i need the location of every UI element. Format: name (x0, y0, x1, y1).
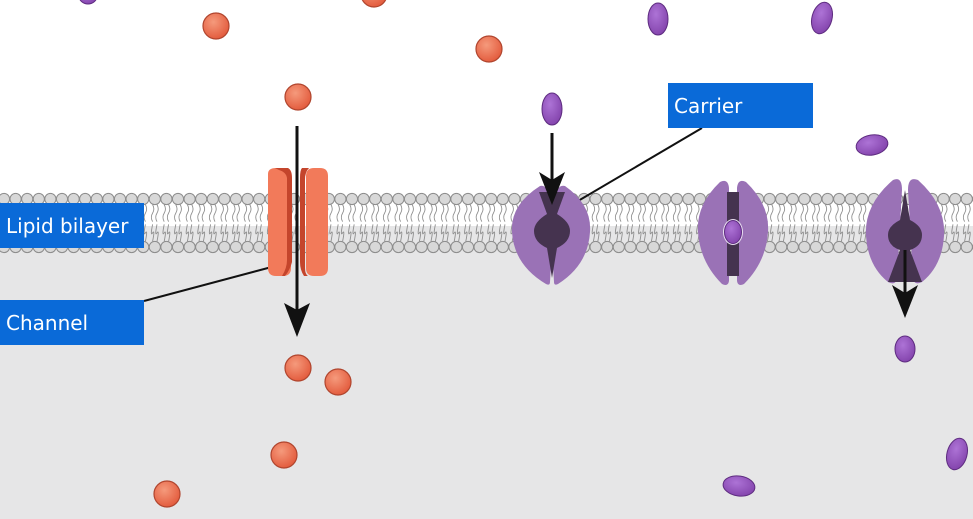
channel-label-text: Channel (6, 310, 89, 335)
ion-icon (284, 354, 312, 382)
ion-icon (284, 83, 312, 111)
lipid-bilayer-label-text: Lipid bilayer (6, 213, 129, 238)
ion-icon (153, 480, 181, 508)
ion-particles (153, 0, 503, 508)
ion-icon (361, 0, 387, 8)
solute-icon (810, 1, 834, 35)
ion-icon (475, 35, 503, 63)
carrier-protein-open-outside-icon (511, 185, 591, 285)
solute-icon (647, 2, 669, 36)
channel-protein-icon (268, 168, 328, 276)
carrier-leader-line (577, 127, 703, 202)
solute-icon (722, 475, 756, 497)
channel-label: Channel (0, 300, 144, 345)
cytoplasm-region (0, 226, 973, 519)
solute-icon (79, 0, 97, 5)
solute-particles (79, 0, 969, 497)
ion-icon (324, 368, 352, 396)
solute-icon (541, 92, 563, 126)
ion-icon (270, 441, 298, 469)
ion-icon (202, 12, 230, 40)
carrier-protein-occluded-icon (697, 180, 769, 285)
carrier-label-text: Carrier (674, 93, 743, 118)
lipid-bilayer (0, 192, 973, 254)
channel-leader-line (143, 263, 284, 302)
carrier-protein-open-inside-icon (865, 179, 945, 284)
carrier-exit-arrow (892, 250, 918, 318)
solute-icon (894, 335, 916, 363)
carrier-label: Carrier (668, 83, 813, 128)
lipid-bilayer-label: Lipid bilayer (0, 203, 144, 248)
solute-icon (855, 134, 889, 156)
solute-icon (945, 437, 969, 471)
carrier-entry-arrow (539, 133, 565, 205)
channel-transport-arrow (284, 126, 310, 337)
